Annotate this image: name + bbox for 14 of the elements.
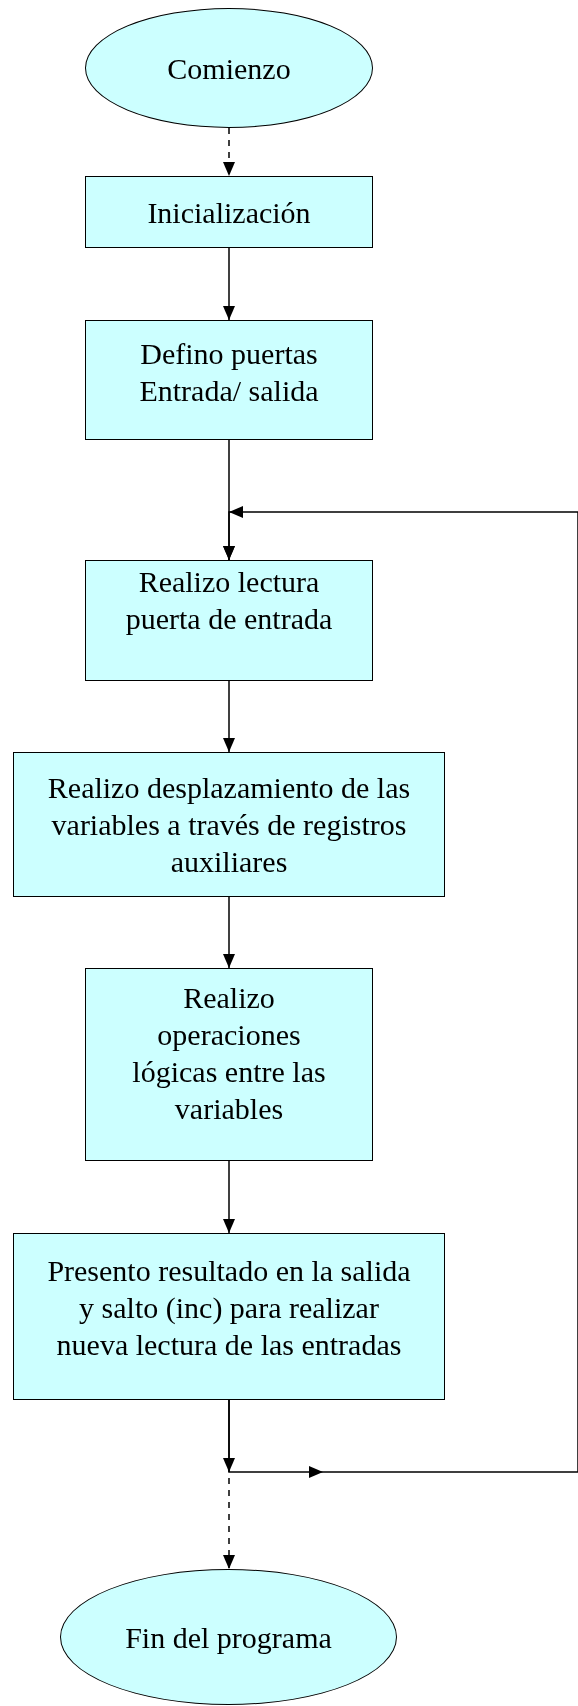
process-label: Presento resultado en la salida y salto (inc) para realizar nueva lectura de las entradas xyxy=(46,1253,412,1363)
process-box xyxy=(13,752,445,897)
terminator-label: Comienzo xyxy=(167,50,291,87)
process-label: Inicialización xyxy=(147,194,311,231)
process-label: Realizo desplazamiento de las variables a través de registros auxiliares xyxy=(46,770,412,880)
process-box xyxy=(85,320,373,440)
process-box xyxy=(85,968,373,1161)
process-label: Realizo operaciones lógicas entre las variables xyxy=(131,980,327,1127)
process-box xyxy=(85,176,373,248)
terminator-label: Fin del programa xyxy=(125,1619,332,1656)
process-label: Realizo lectura puerta de entrada xyxy=(124,564,334,637)
process-box xyxy=(85,560,373,681)
process-box xyxy=(13,1233,445,1400)
process-label: Defino puertas Entrada/ salida xyxy=(138,336,320,409)
